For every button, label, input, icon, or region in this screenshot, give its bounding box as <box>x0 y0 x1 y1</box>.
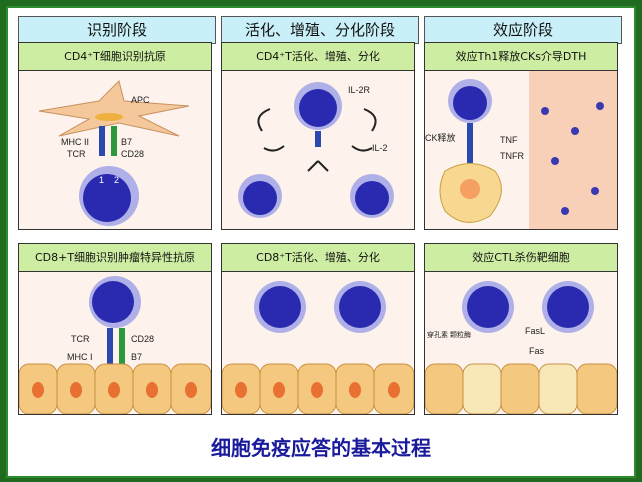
panel-th1-effector: 效应Th1释放CKs介导DTH CK释放 TNF TNFR <box>424 42 618 230</box>
svg-text:穿孔素 颗粒酶: 穿孔素 颗粒酶 <box>427 330 471 339</box>
diagram-title: 细胞免疫应答的基本过程 <box>211 436 431 460</box>
panel-cd4-activation: CD4⁺T活化、增殖、分化 IL-2R IL-2 <box>221 42 415 230</box>
svg-text:CD28: CD28 <box>131 334 154 344</box>
ctl-killing-illustration: 穿孔素 颗粒酶 FasL Fas <box>425 281 617 414</box>
panel-subtitle: CD8⁺T活化、增殖、分化 <box>222 244 414 272</box>
svg-text:FasL: FasL <box>525 326 545 336</box>
panel-cd8-recognition: CD8+T细胞识别肿瘤特异性抗原 TCR CD28 MHC I B7 <box>18 243 212 415</box>
panel-cd4-recognition: CD4⁺T细胞识别抗原 APC MHC II TCR B7 CD28 1 2 <box>18 42 212 230</box>
svg-text:2: 2 <box>114 175 119 185</box>
svg-text:B7: B7 <box>131 352 142 362</box>
svg-text:TNFR: TNFR <box>500 151 524 161</box>
diagram-frame: 识别阶段 活化、增殖、分化阶段 效应阶段 CD4⁺T细胞识别抗原 APC MHC… <box>6 6 636 478</box>
stage-recognition: 识别阶段 <box>18 16 216 44</box>
svg-text:IL-2R: IL-2R <box>348 85 371 95</box>
cd4-apc-illustration: APC MHC II TCR B7 CD28 1 2 <box>38 80 190 226</box>
stage-effector: 效应阶段 <box>424 16 622 44</box>
panel-ctl-killing: 效应CTL杀伤靶细胞 穿孔素 颗粒酶 FasL Fas <box>424 243 618 415</box>
svg-text:B7: B7 <box>121 137 132 147</box>
svg-text:1: 1 <box>99 175 104 185</box>
cd8-activation-illustration <box>222 281 414 414</box>
th1-dth-illustration: CK释放 TNF TNFR <box>425 71 617 229</box>
panel-subtitle: CD4⁺T活化、增殖、分化 <box>222 43 414 71</box>
svg-text:Fas: Fas <box>529 346 545 356</box>
svg-text:MHC I: MHC I <box>67 352 93 362</box>
cd8-recognition-illustration: TCR CD28 MHC I B7 <box>19 276 211 414</box>
svg-text:TNF: TNF <box>500 135 518 145</box>
svg-text:TCR: TCR <box>67 149 86 159</box>
svg-text:MHC II: MHC II <box>61 137 89 147</box>
svg-text:CK释放: CK释放 <box>425 132 456 143</box>
stage-activation: 活化、增殖、分化阶段 <box>221 16 419 44</box>
panel-cd8-activation: CD8⁺T活化、增殖、分化 <box>221 243 415 415</box>
svg-text:CD28: CD28 <box>121 149 144 159</box>
panel-subtitle: 效应CTL杀伤靶细胞 <box>425 244 617 272</box>
svg-text:TCR: TCR <box>71 334 90 344</box>
cd4-proliferation-illustration: IL-2R IL-2 <box>238 82 394 218</box>
panel-subtitle: CD4⁺T细胞识别抗原 <box>19 43 211 71</box>
svg-text:IL-2: IL-2 <box>372 143 388 153</box>
apc-cell <box>38 80 190 137</box>
panel-subtitle: 效应Th1释放CKs介导DTH <box>425 43 617 71</box>
svg-text:APC: APC <box>131 95 150 105</box>
panel-subtitle: CD8+T细胞识别肿瘤特异性抗原 <box>19 244 211 272</box>
